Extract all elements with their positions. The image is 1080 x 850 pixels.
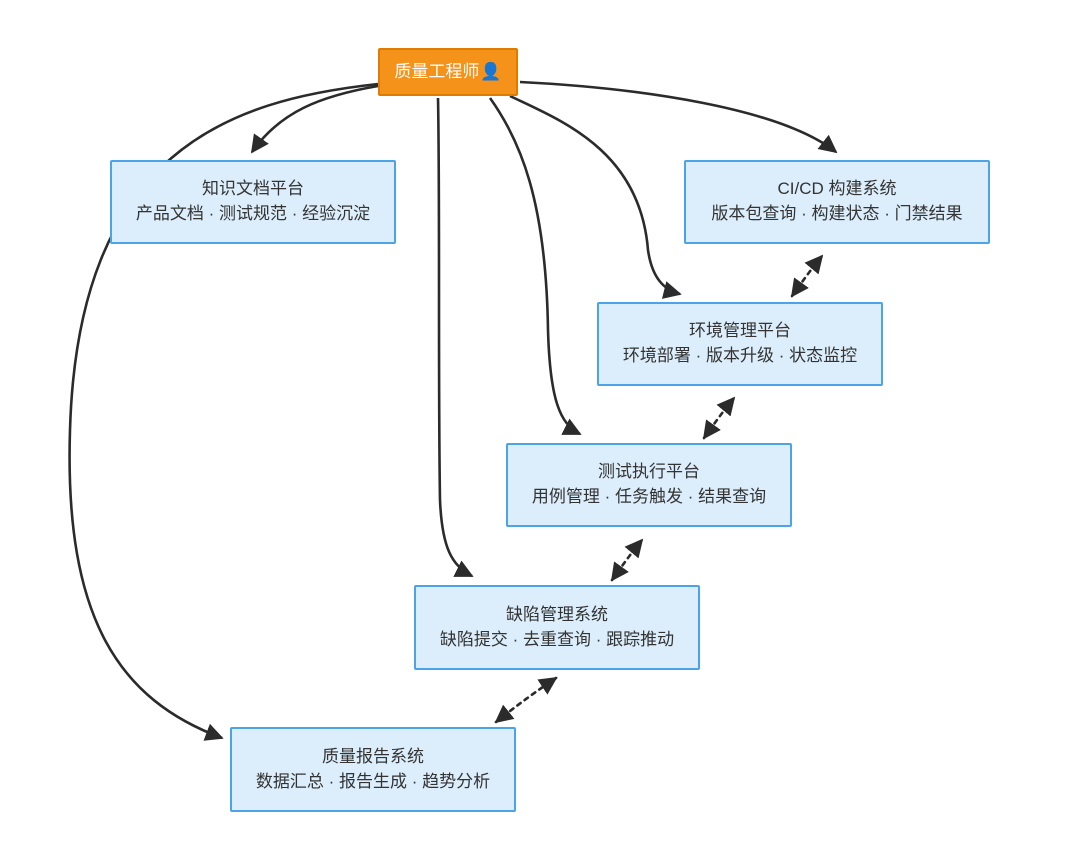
edge-env-cicd-dashed <box>790 254 824 298</box>
node-test-execution-platform-subtitle: 用例管理 · 任务触发 · 结果查询 <box>531 487 767 506</box>
edge-defect-testexec-dashed <box>610 538 644 582</box>
node-quality-engineer-title: 质量工程师 👤 <box>394 60 501 85</box>
node-defect-management-system-subtitle: 缺陷提交 · 去重查询 · 跟踪推动 <box>439 629 675 649</box>
edge-testexec-env-dashed <box>702 396 736 440</box>
node-quality-report-system-subtitle: 数据汇总 · 报告生成 · 趋势分析 <box>255 771 491 791</box>
node-cicd-system[interactable]: CI/CD 构建系统 版本包查询 · 构建状态 · 门禁结果 <box>684 160 990 244</box>
edge-actor-to-env <box>509 94 682 299</box>
quality-engineer-label: 质量工程师 <box>394 61 480 81</box>
node-knowledge-platform[interactable]: 知识文档平台 产品文档 · 测试规范 · 经验沉淀 <box>110 160 396 244</box>
edge-actor-to-knowledge <box>250 84 379 154</box>
node-knowledge-platform-title: 知识文档平台 <box>202 179 304 199</box>
node-defect-management-system-title: 缺陷管理系统 <box>506 604 608 624</box>
edge-actor-to-testexec <box>488 97 582 436</box>
node-quality-engineer[interactable]: 质量工程师 👤 <box>378 48 518 96</box>
edge-report-defect-dashed <box>494 676 558 724</box>
node-knowledge-platform-subtitle: 产品文档 · 测试规范 · 经验沉淀 <box>135 204 371 223</box>
node-environment-platform[interactable]: 环境管理平台 环境部署 · 版本升级 · 状态监控 <box>597 302 883 386</box>
node-environment-platform-title: 环境管理平台 <box>689 321 791 341</box>
edge-actor-to-defect <box>436 97 474 578</box>
node-quality-report-system-title: 质量报告系统 <box>322 746 424 766</box>
edge-actor-to-cicd <box>519 80 838 154</box>
node-cicd-system-title: CI/CD 构建系统 <box>777 179 897 199</box>
node-defect-management-system[interactable]: 缺陷管理系统 缺陷提交 · 去重查询 · 跟踪推动 <box>414 585 700 670</box>
edge-actor-to-report <box>68 82 379 741</box>
node-test-execution-platform[interactable]: 测试执行平台 用例管理 · 任务触发 · 结果查询 <box>506 443 792 527</box>
node-test-execution-platform-title: 测试执行平台 <box>598 462 700 482</box>
node-cicd-system-subtitle: 版本包查询 · 构建状态 · 门禁结果 <box>711 204 963 223</box>
node-quality-report-system[interactable]: 质量报告系统 数据汇总 · 报告生成 · 趋势分析 <box>230 727 516 812</box>
node-environment-platform-subtitle: 环境部署 · 版本升级 · 状态监控 <box>622 346 858 365</box>
person-icon: 👤 <box>480 62 502 82</box>
